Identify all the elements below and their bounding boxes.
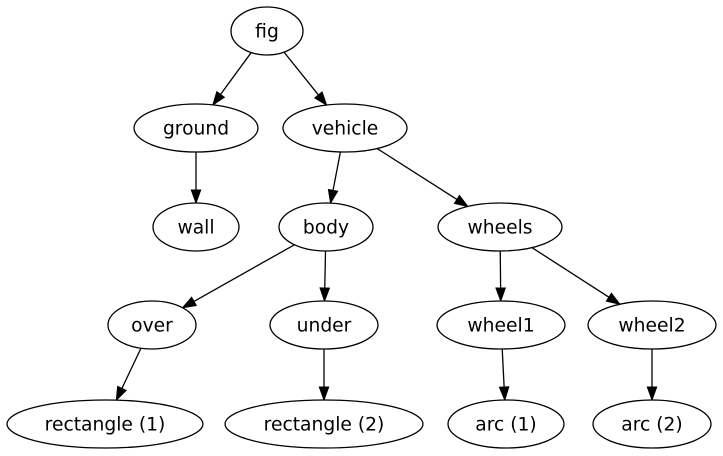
- node-shape: [592, 399, 712, 449]
- node-over: over: [107, 300, 197, 350]
- node-shape: [447, 399, 565, 449]
- node-ground: ground: [133, 103, 259, 153]
- node-shape: [437, 202, 563, 252]
- node-label: rectangle (2): [264, 415, 385, 436]
- edge-vehicle-body: [327, 151, 342, 205]
- node-label: fig: [255, 22, 279, 43]
- arrowhead-icon: [495, 287, 507, 303]
- edge-under-rectangle2: [318, 349, 330, 402]
- edge-ground-wall: [190, 152, 202, 205]
- node-label: wall: [177, 218, 214, 239]
- node-wheel1: wheel1: [436, 300, 566, 350]
- node-wall: wall: [152, 202, 240, 252]
- arrowhead-icon: [605, 292, 622, 306]
- node-shape: [152, 202, 240, 252]
- node-shape: [230, 6, 304, 56]
- node-fig: fig: [230, 6, 304, 56]
- node-body: body: [278, 202, 374, 252]
- node-label: wheels: [467, 218, 532, 239]
- node-shape: [107, 300, 197, 350]
- node-label: over: [131, 316, 173, 337]
- arrowhead-icon: [327, 188, 339, 205]
- node-shape: [278, 202, 374, 252]
- node-rectangle2: rectangle (2): [224, 399, 424, 449]
- edge-line: [324, 250, 327, 289]
- arrowhead-icon: [453, 194, 470, 208]
- edge-body-over: [181, 244, 295, 309]
- edge-fig-ground: [212, 52, 252, 107]
- node-shape: [269, 300, 379, 350]
- arrowhead-icon: [319, 287, 331, 303]
- node-label: body: [303, 218, 349, 239]
- node-wheels: wheels: [437, 202, 563, 252]
- edge-line: [501, 348, 505, 388]
- node-wheel2: wheel2: [587, 300, 717, 350]
- edge-fig-vehicle: [283, 51, 328, 107]
- node-shape: [587, 300, 717, 350]
- edge-line: [376, 147, 458, 201]
- arrowhead-icon: [646, 386, 658, 402]
- node-shape: [133, 103, 259, 153]
- edge-wheel2-arc2: [646, 349, 658, 402]
- edge-line: [220, 52, 252, 95]
- node-shape: [224, 399, 424, 449]
- node-shape: [282, 103, 408, 153]
- arrowhead-icon: [318, 386, 330, 402]
- edge-line: [531, 247, 610, 298]
- node-arc1: arc (1): [447, 399, 565, 449]
- node-under: under: [269, 300, 379, 350]
- arrowhead-icon: [190, 189, 202, 205]
- node-label: arc (1): [475, 415, 536, 436]
- node-arc2: arc (2): [592, 399, 712, 449]
- node-label: wheel1: [467, 316, 534, 337]
- node-label: wheel2: [618, 316, 685, 337]
- node-label: ground: [163, 119, 229, 140]
- edge-wheels-wheel1: [495, 250, 507, 303]
- edge-line: [332, 151, 342, 191]
- edge-line: [193, 244, 295, 302]
- edge-line: [283, 51, 319, 96]
- node-shape: [6, 399, 204, 449]
- node-label: vehicle: [312, 119, 379, 140]
- node-label: under: [297, 316, 352, 337]
- arrowhead-icon: [498, 386, 510, 402]
- node-label: rectangle (1): [45, 415, 166, 436]
- arrowhead-icon: [313, 91, 328, 107]
- arrowhead-icon: [212, 90, 226, 107]
- node-rectangle1: rectangle (1): [6, 399, 204, 449]
- arrowhead-icon: [115, 385, 127, 402]
- edge-body-under: [319, 250, 331, 303]
- edge-line: [121, 347, 142, 389]
- node-vehicle: vehicle: [282, 103, 408, 153]
- edge-vehicle-wheels: [376, 147, 470, 208]
- edge-wheels-wheel2: [531, 247, 622, 306]
- edge-over-rectangle1: [115, 347, 142, 402]
- edge-wheel1-arc1: [498, 348, 510, 402]
- node-shape: [436, 300, 566, 350]
- arrowhead-icon: [181, 296, 198, 309]
- node-label: arc (2): [621, 415, 682, 436]
